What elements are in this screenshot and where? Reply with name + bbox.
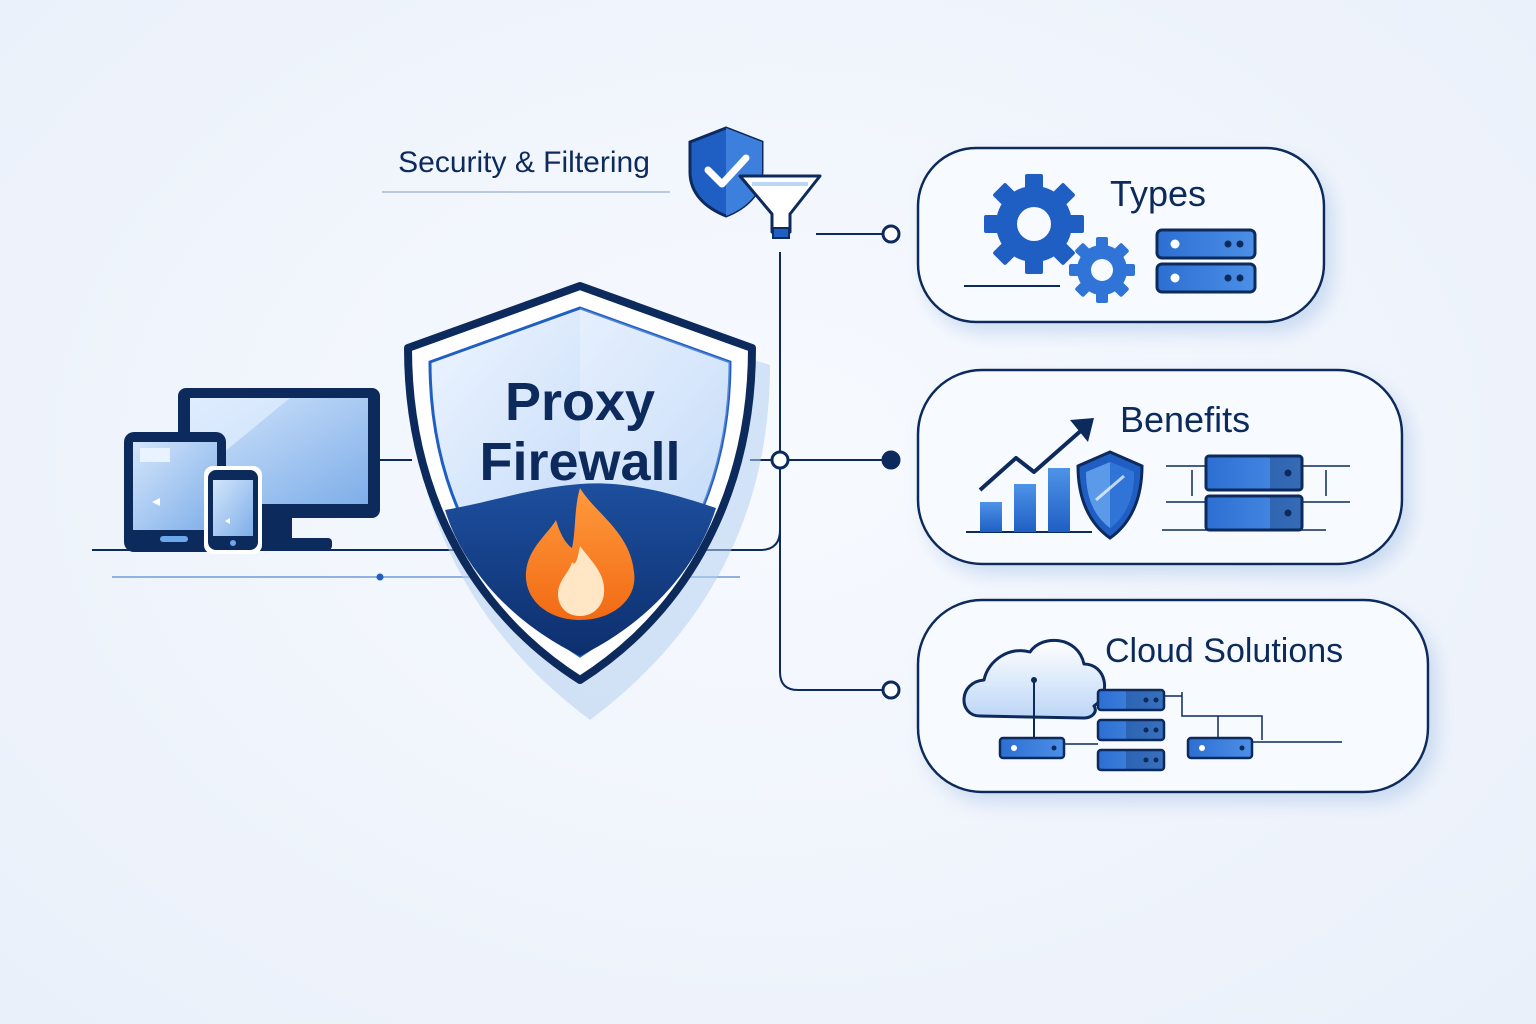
card-benefits-title: Benefits (1120, 399, 1250, 440)
tablet-icon (124, 432, 226, 552)
cloud-icon (962, 638, 1106, 738)
card-cloud-title: Cloud Solutions (1105, 632, 1343, 670)
card-types-title: Types (1110, 173, 1206, 214)
card-cloud-solutions: Cloud Solutions (916, 598, 1430, 794)
card-types: Types (916, 146, 1326, 324)
cloud-connector-node (881, 680, 901, 700)
flame-icon (525, 488, 635, 620)
server-icon (1162, 454, 1350, 532)
security-filtering-label: Security & Filtering (398, 146, 650, 179)
shield-check-icon (688, 126, 764, 218)
server-icon (998, 688, 1342, 772)
growth-chart-icon (978, 418, 1094, 532)
card-benefits: Benefits (916, 368, 1404, 566)
server-icon (1155, 228, 1257, 294)
junction-node (770, 450, 790, 470)
main-title-line1: Proxy (505, 372, 655, 432)
main-title-line2: Firewall (479, 432, 680, 492)
shield-icon (1076, 450, 1144, 540)
proxy-firewall-shield: Proxy Firewall (404, 282, 770, 720)
smartphone-icon (204, 466, 262, 554)
types-connector-node (881, 224, 901, 244)
security-filtering-group: Security & Filtering (382, 126, 822, 239)
gear-icon (984, 174, 1084, 274)
connector-dot (376, 573, 384, 581)
gear-icon (1069, 237, 1135, 303)
benefits-connector-node (881, 450, 901, 470)
funnel-icon (738, 174, 822, 239)
devices-group (124, 388, 380, 554)
